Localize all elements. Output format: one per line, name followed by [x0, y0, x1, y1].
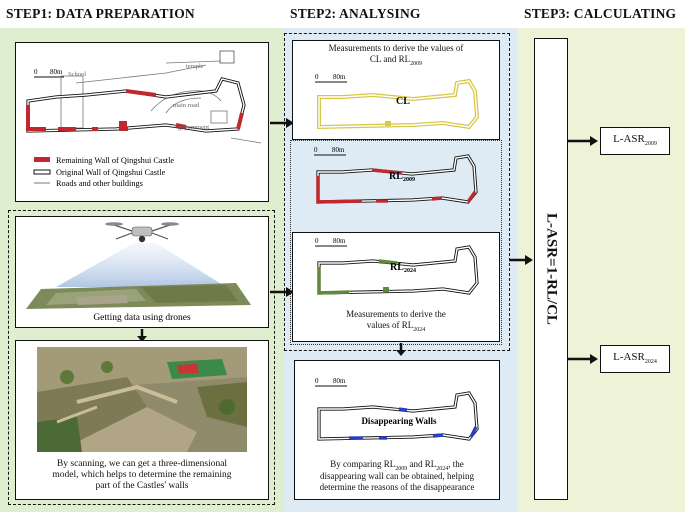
measure-bottom-line2: values of RL2024	[366, 320, 426, 333]
compare-line2: disappearing wall can be obtained, helpi…	[320, 471, 474, 481]
legend-remaining: Remaining Wall of Qingshui Castle	[56, 156, 174, 165]
svg-text:80m: 80m	[332, 146, 345, 154]
measure-top-line2: CL and RL2009	[369, 54, 423, 67]
drone-box: Getting data using drones	[15, 216, 269, 328]
scan-caption-line1: By scanning, we can get a three-dimensio…	[56, 459, 228, 469]
arrow-map-to-analysis	[270, 118, 294, 128]
scan-box: By scanning, we can get a three-dimensio…	[15, 340, 269, 500]
disappearing-outline: 0 80m Disappearing Walls	[315, 377, 479, 441]
rl2009-label: RL2009	[389, 171, 415, 183]
svg-text:0: 0	[315, 237, 319, 245]
map-scale-zero: 0	[34, 68, 38, 76]
scan-caption-line3: part of the Castles' walls	[95, 481, 189, 491]
svg-text:80m: 80m	[333, 237, 346, 245]
drone-illustration: Getting data using drones	[26, 222, 251, 323]
map-label-temple: temple	[186, 63, 204, 70]
map-label-school: School	[68, 71, 86, 78]
legend-swatch-remaining	[34, 157, 50, 162]
svg-text:80m: 80m	[333, 377, 346, 385]
rl2024-box: 0 80m RL2024 Measurements to derive the …	[292, 232, 500, 342]
arrow-analysis-to-calc	[509, 255, 533, 265]
castle-3d-model	[37, 347, 247, 452]
svg-text:0: 0	[314, 146, 318, 154]
rl2009-box: 0 80m RL2009	[292, 142, 500, 226]
map-scale-label: 80m	[50, 68, 63, 76]
measure-top-line1: Measurements to derive the values of	[328, 43, 464, 53]
disappearing-label: Disappearing Walls	[361, 416, 437, 426]
formula-text: L-ASR=1-RL/CL	[543, 213, 560, 325]
result-2009-box: L-ASR2009	[600, 127, 670, 155]
svg-text:0: 0	[315, 377, 319, 385]
rl2024-label: RL2024	[390, 262, 416, 274]
result-2024-box: L-ASR2024	[600, 345, 670, 373]
result-2024-text: L-ASR2024	[613, 351, 657, 366]
drone-caption: Getting data using drones	[93, 313, 191, 323]
down-arrow-1	[137, 329, 147, 342]
svg-text:80m: 80m	[333, 73, 346, 81]
down-arrow-2	[396, 343, 406, 356]
cl-box: Measurements to derive the values of CL …	[292, 40, 500, 140]
disappearing-box: 0 80m Disappearing Walls By comparing RL…	[294, 360, 500, 500]
measure-bottom-line1: Measurements to derive the	[346, 309, 446, 319]
drone-icon	[131, 226, 153, 237]
cl-outline: 0 80m CL	[315, 73, 480, 130]
result-2009-text: L-ASR2009	[613, 133, 657, 148]
compare-line1: By comparing RL2009 and RL2024, the	[330, 459, 464, 472]
formula-box: L-ASR=1-RL/CL	[534, 38, 568, 500]
map-label-government: government	[178, 124, 209, 131]
legend-roads: Roads and other buildings	[56, 179, 143, 188]
rl-dotted-box	[290, 140, 502, 345]
legend-original: Original Wall of Qingshui Castle	[56, 168, 166, 177]
rl2024-outline: 0 80m RL2024	[315, 237, 479, 295]
arrow-to-result2	[568, 354, 598, 364]
arrow-to-result1	[568, 136, 598, 146]
castle-map: 0 80m School temple main road government	[26, 50, 262, 188]
scan-caption-line2: model, which helps to determine the rema…	[52, 470, 232, 480]
rl2009-outline: 0 80m RL2009	[314, 146, 478, 204]
step2-header: STEP2: ANALYSING	[290, 6, 421, 21]
compare-line3: determine the reasons of the disappearan…	[319, 482, 475, 492]
step3-header: STEP3: CALCULATING	[524, 6, 677, 21]
step1-header: STEP1: DATA PREPARATION	[6, 6, 195, 21]
castle-map-box: 0 80m School temple main road government	[15, 42, 269, 202]
cl-label: CL	[396, 96, 410, 107]
data-collection-dashed-box	[8, 210, 275, 505]
svg-text:0: 0	[315, 73, 319, 81]
map-label-main-road: main road	[173, 102, 200, 109]
